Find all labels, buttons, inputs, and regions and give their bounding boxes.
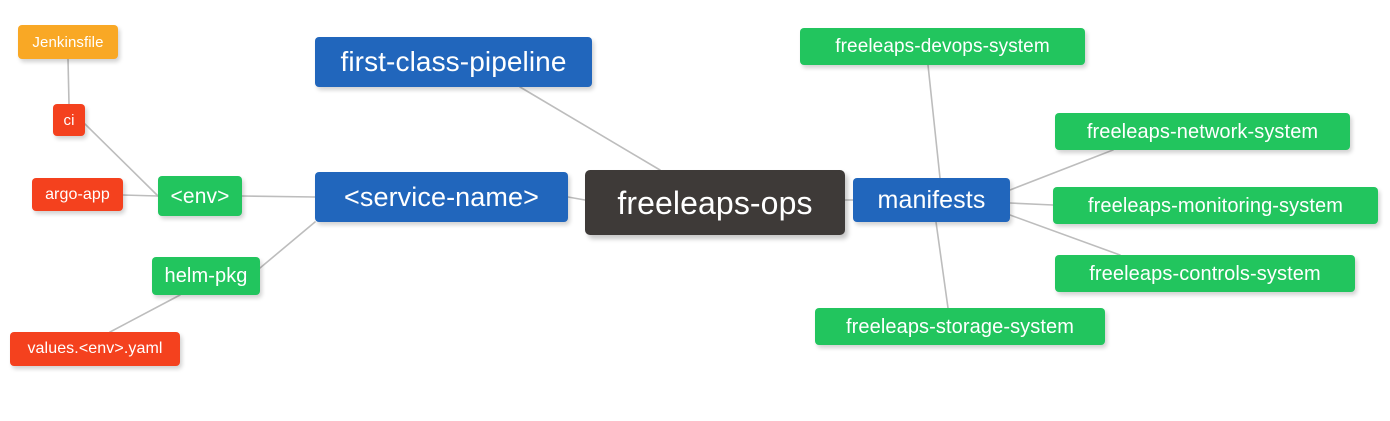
node-label: freeleaps-devops-system [835, 36, 1050, 57]
edge-service-name-to-helm-pkg [259, 221, 316, 269]
node-freeleaps-monitoring-system[interactable]: freeleaps-monitoring-system [1053, 187, 1378, 224]
edge-argo-app-to-env [122, 194, 159, 197]
node-manifests[interactable]: manifests [853, 178, 1010, 222]
node-label: helm-pkg [164, 265, 248, 287]
node-label: first-class-pipeline [340, 46, 567, 77]
node-label: freeleaps-network-system [1086, 120, 1319, 143]
node-label: freeleaps-storage-system [845, 315, 1075, 338]
node-freeleaps-ops[interactable]: freeleaps-ops [585, 170, 845, 235]
node-label: manifests [877, 185, 986, 214]
edge-service-name-to-freeleaps-ops [567, 196, 586, 201]
node-service-name[interactable]: <service-name> [315, 172, 568, 222]
node-label: <service-name> [344, 181, 539, 212]
node-jenkinsfile[interactable]: Jenkinsfile [18, 25, 118, 59]
node-env[interactable]: <env> [158, 176, 242, 216]
node-label: freeleaps-monitoring-system [1087, 194, 1343, 217]
edge-manifests-to-freeleaps-storage-system [935, 221, 949, 309]
node-freeleaps-network-system[interactable]: freeleaps-network-system [1055, 113, 1350, 150]
node-freeleaps-storage-system[interactable]: freeleaps-storage-system [815, 308, 1105, 345]
node-label: freeleaps-controls-system [1089, 262, 1321, 285]
node-label: ci [63, 111, 75, 129]
node-label: freeleaps-ops [617, 184, 813, 221]
node-argo-app[interactable]: argo-app [32, 178, 123, 211]
edge-env-to-service-name [241, 195, 316, 198]
edge-helm-pkg-to-values-yaml [109, 294, 181, 333]
node-label: argo-app [45, 185, 110, 203]
edge-manifests-to-freeleaps-devops-system [927, 64, 941, 179]
node-freeleaps-controls-system[interactable]: freeleaps-controls-system [1055, 255, 1355, 292]
node-label: values.<env>.yaml [27, 340, 163, 357]
node-label: <env> [170, 184, 230, 208]
node-first-class-pipeline[interactable]: first-class-pipeline [315, 37, 592, 87]
node-helm-pkg[interactable]: helm-pkg [152, 257, 260, 295]
edge-first-class-pipeline-to-freeleaps-ops [519, 86, 661, 171]
edge-manifests-to-freeleaps-monitoring-system [1009, 202, 1054, 206]
node-label: Jenkinsfile [32, 33, 104, 51]
edge-manifests-to-freeleaps-network-system [1009, 149, 1114, 191]
edge-jenkinsfile-to-ci [67, 58, 70, 105]
node-ci[interactable]: ci [53, 104, 85, 136]
node-values-yaml[interactable]: values.<env>.yaml [10, 332, 180, 366]
node-freeleaps-devops-system[interactable]: freeleaps-devops-system [800, 28, 1085, 65]
